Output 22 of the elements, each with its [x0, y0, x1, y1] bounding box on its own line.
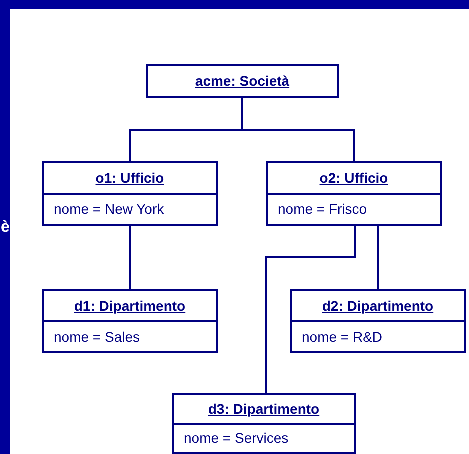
- attribute-value: nome = New York: [54, 201, 164, 218]
- object-box: [290, 289, 466, 353]
- object-box: [266, 161, 442, 226]
- attribute-value: nome = Sales: [54, 328, 140, 344]
- object-box: [42, 289, 218, 353]
- object-name: d1: Dipartimento: [74, 298, 186, 314]
- object-box: [172, 393, 356, 454]
- object-box: [146, 64, 339, 98]
- object-name: o1: Ufficio: [96, 170, 164, 186]
- object-name: acme: Società: [195, 73, 290, 89]
- connector-line: [265, 226, 356, 393]
- attribute-value: nome = Services: [184, 430, 289, 446]
- object-name: d3: Dipartimento: [208, 400, 320, 417]
- object-name: o2: Ufficio: [320, 170, 388, 186]
- object-name: d2: Dipartimento: [322, 298, 434, 314]
- attribute-value: nome = Frisco: [278, 201, 368, 218]
- object-box: [42, 161, 218, 226]
- connector-line: [377, 226, 379, 289]
- attribute-value: nome = R&D: [302, 328, 383, 344]
- text-fragment: è: [1, 220, 10, 236]
- connector-line: [241, 98, 355, 161]
- connector-line: [129, 226, 131, 289]
